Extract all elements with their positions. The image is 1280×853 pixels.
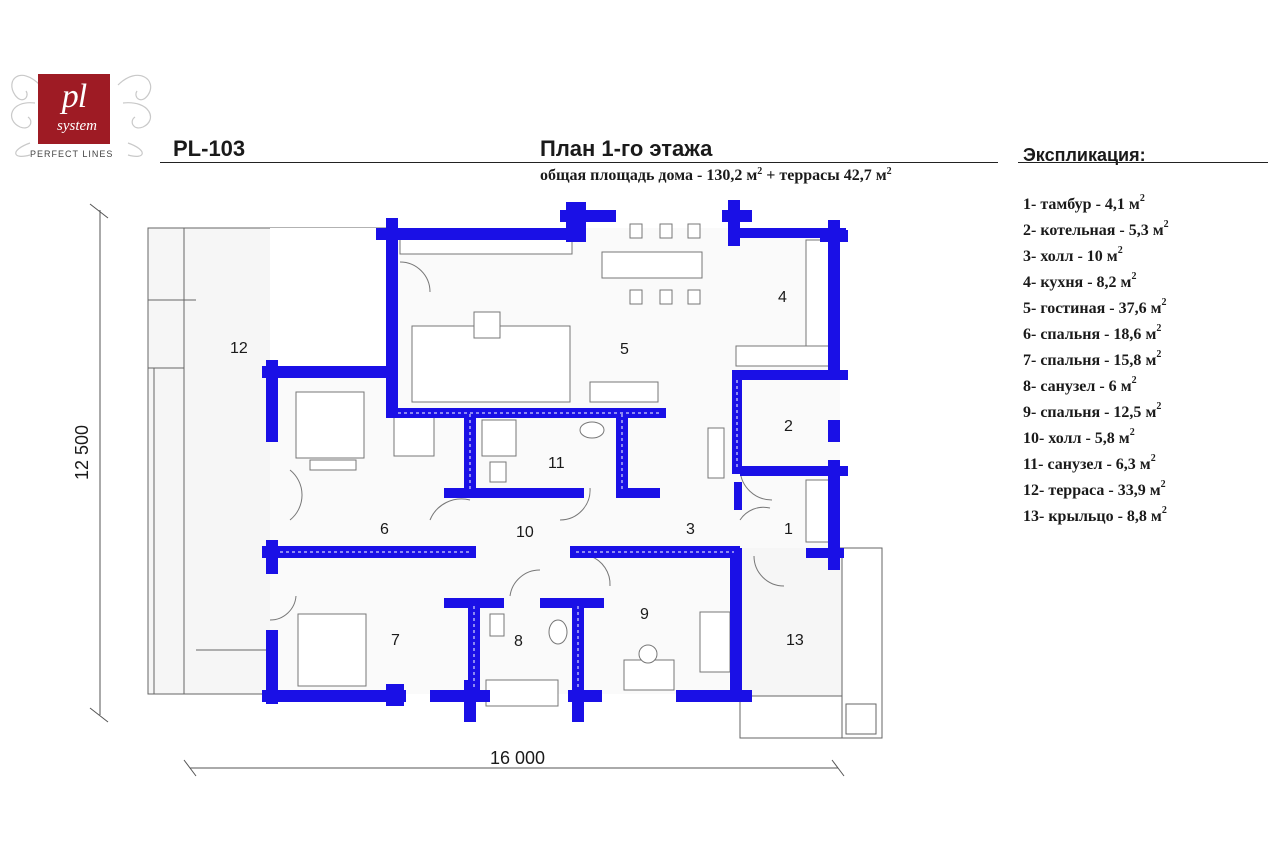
tv-stand: [589, 381, 659, 403]
room-label-4: 4: [778, 289, 787, 306]
wall-hatching: [280, 380, 738, 690]
legend-item: 2- котельная - 5,3 м2: [1023, 219, 1169, 240]
room-label-12: 12: [230, 340, 248, 357]
kitchen-counter-top: [399, 237, 573, 255]
shower-11: [481, 419, 517, 457]
width-tick-right: [831, 759, 845, 777]
bed-room-7: [297, 613, 367, 687]
legend-list: 1- тамбур - 4,1 м2 2- котельная - 5,3 м2 3…: [1023, 194, 1169, 532]
area-summary: общая площадь дома - 130,2 м2 + террасы …: [540, 166, 892, 185]
wall-west-7: [266, 630, 278, 704]
bed-room-9: [699, 611, 731, 673]
furniture: [295, 223, 833, 707]
wall-west-6: [266, 360, 278, 442]
wall-2-north: [732, 370, 848, 380]
logo-tagline: PERFECT LINES: [30, 149, 114, 159]
legend-item: 13- крыльцо - 8,8 м2: [1023, 505, 1167, 526]
room-label-5: 5: [620, 341, 629, 358]
wall-north-left: [376, 228, 586, 240]
wall-south-7: [262, 690, 406, 702]
dining-table: [601, 251, 703, 279]
legend-item: 7- спальня - 15,8 м2: [1023, 349, 1162, 370]
legend-item: 10- холл - 5,8 м2: [1023, 427, 1135, 448]
dimension-lines: [89, 203, 845, 777]
legend-divider: [1018, 162, 1268, 163]
legend-item: 8- санузел - 6 м2: [1023, 375, 1137, 396]
terrace-rail-bottom: [153, 367, 185, 695]
room-label-6: 6: [380, 521, 389, 538]
bed-room-6: [295, 391, 365, 459]
room-label-10: 10: [516, 524, 534, 541]
plan-title: План 1-го этажа: [540, 136, 713, 161]
toilet-11: [489, 461, 507, 483]
room-label-2: 2: [784, 418, 793, 435]
wall-2-south: [740, 466, 848, 476]
company-logo: [0, 55, 165, 165]
area-terrace: + террасы 42,7 м: [766, 167, 887, 184]
legend-item: 9- спальня - 12,5 м2: [1023, 401, 1162, 422]
title-divider: [160, 162, 998, 163]
wardrobe-1: [805, 479, 831, 543]
bathtub-8: [485, 679, 559, 707]
wall-east-9: [730, 548, 742, 702]
logo-text-main: pl: [61, 78, 87, 115]
width-tick-left: [183, 759, 197, 777]
legend-item: 4- кухня - 8,2 м2: [1023, 271, 1137, 292]
sink-11: [579, 421, 605, 439]
kitchen-counter: [805, 239, 833, 351]
toilet-8: [489, 613, 505, 637]
room-label-8: 8: [514, 633, 523, 650]
wall-north-right: [730, 228, 846, 238]
chair-9: [638, 644, 658, 664]
wall-east-1: [828, 460, 840, 570]
wall-west-upper: [386, 218, 398, 410]
height-tick-bottom: [89, 707, 109, 723]
doors: [269, 261, 785, 621]
width-dimension-label: 16 000: [490, 748, 546, 768]
height-dimension-label: 12 500: [72, 424, 92, 480]
legend-item: 12- терраса - 33,9 м2: [1023, 479, 1166, 500]
legend-item: 5- гостиная - 37,6 м2: [1023, 297, 1167, 318]
legend-item: 6- спальня - 18,6 м2: [1023, 323, 1162, 344]
room-label-13: 13: [786, 632, 804, 649]
hall-bench: [707, 427, 725, 479]
height-tick-top: [89, 203, 109, 219]
wall-6-7: [262, 546, 476, 558]
wall-11-south: [444, 488, 584, 498]
area-house: общая площадь дома - 130,2 м: [540, 167, 758, 184]
room-label-11: 11: [548, 455, 565, 472]
logo-badge: [38, 74, 110, 144]
room-label-1: 1: [784, 521, 793, 538]
sink-8: [548, 619, 568, 645]
legend-item: 1- тамбур - 4,1 м2: [1023, 193, 1145, 214]
sofa: [411, 325, 571, 403]
legend-title: Экспликация:: [1023, 145, 1146, 165]
legend-item: 11- санузел - 6,3 м2: [1023, 453, 1156, 474]
desk-9: [623, 659, 675, 691]
room-label-9: 9: [640, 606, 649, 623]
legend-item: 3- холл - 10 м2: [1023, 245, 1123, 266]
project-code: PL-103: [173, 136, 246, 161]
wall-north-bedroom-6: [262, 366, 388, 378]
wall-east-upper: [828, 220, 840, 380]
walls: [262, 200, 848, 722]
logo-ornament: [10, 74, 152, 157]
wardrobe-6: [393, 415, 435, 457]
room-label-7: 7: [391, 632, 400, 649]
logo-text-sub: system: [57, 118, 97, 134]
room-label-3: 3: [686, 521, 695, 538]
coffee-table: [473, 311, 501, 339]
